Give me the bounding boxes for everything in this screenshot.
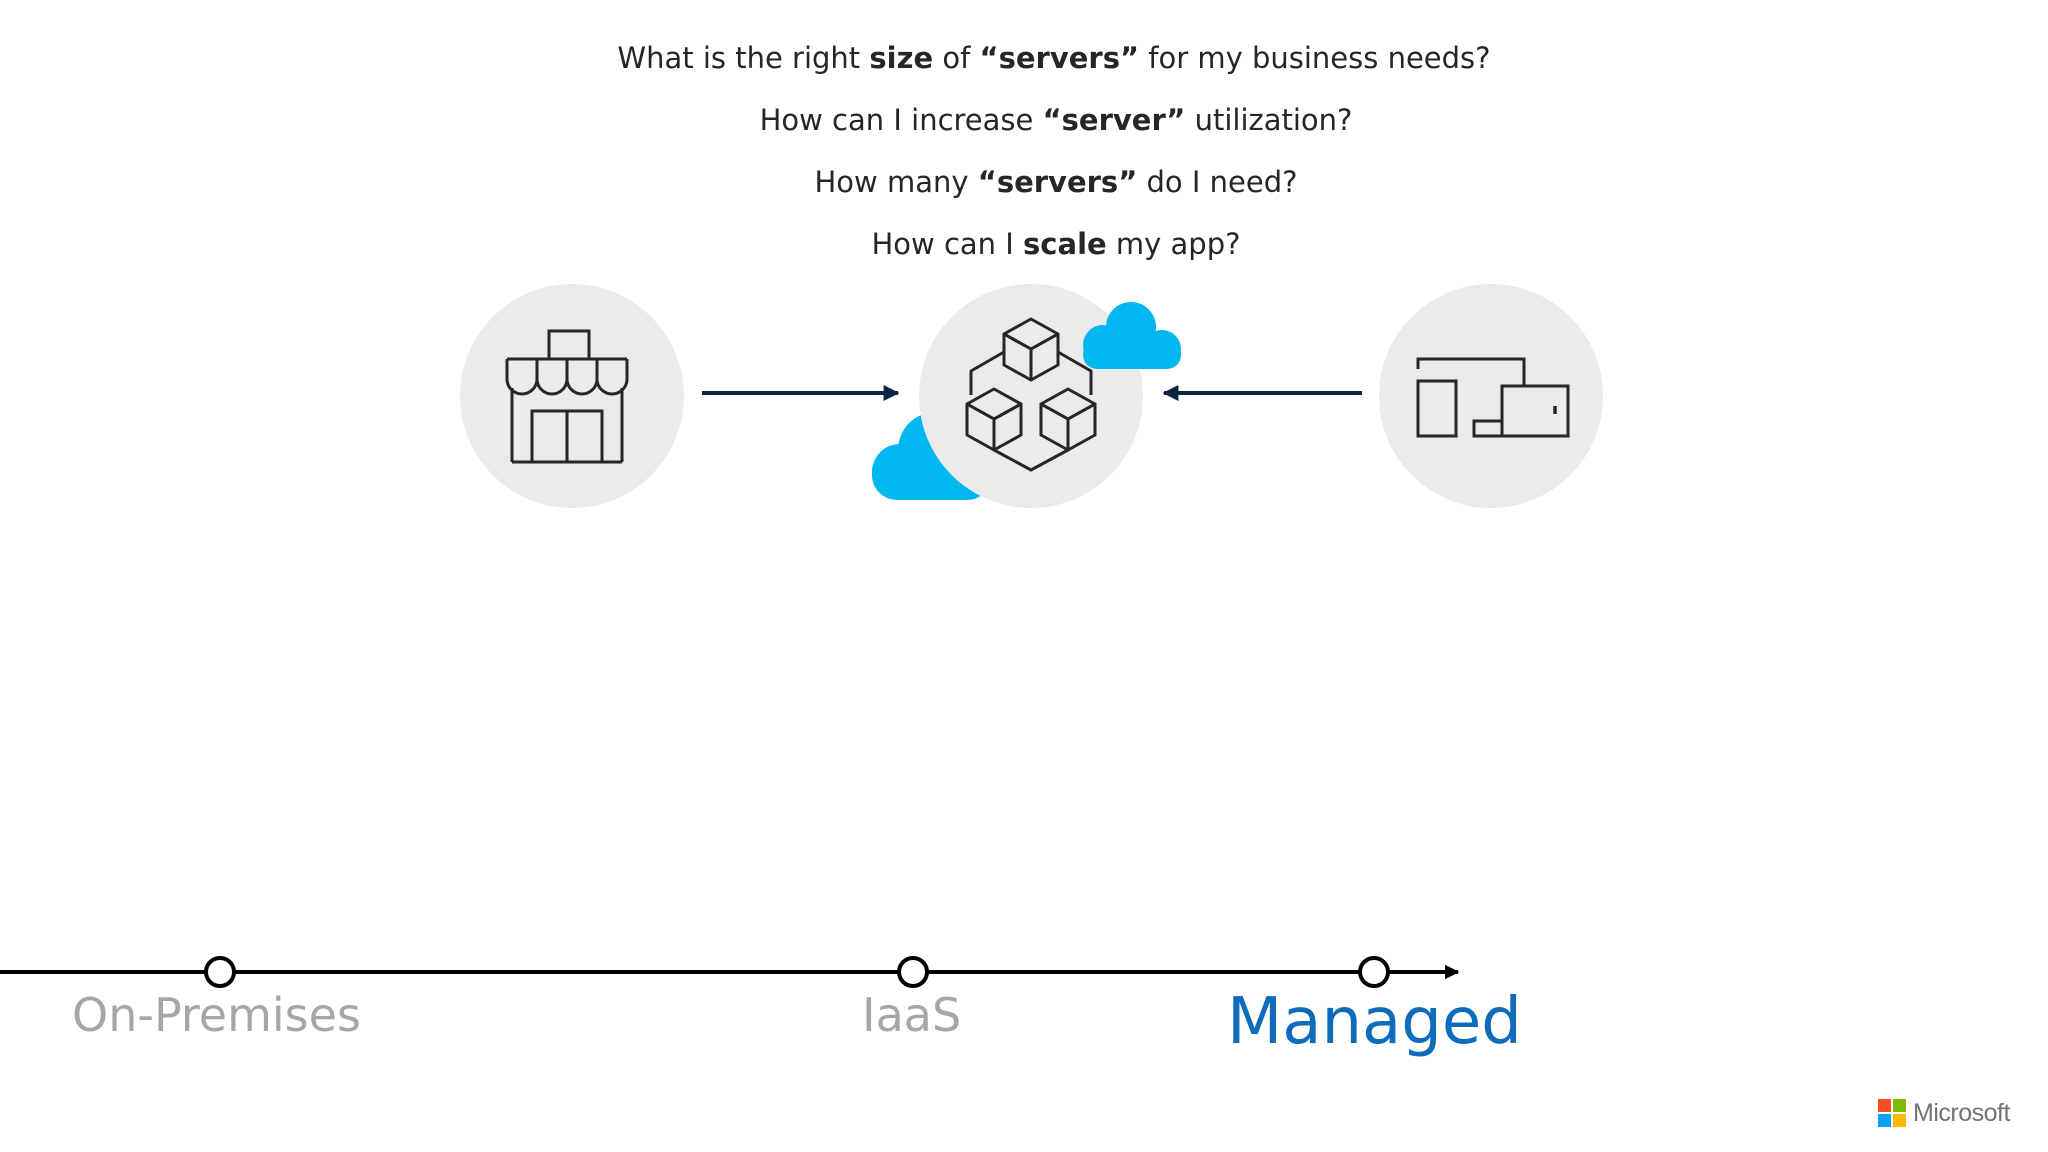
logo-square-blue	[1878, 1114, 1891, 1127]
logo-square-yellow	[1893, 1114, 1906, 1127]
timeline-point-on-premises[interactable]	[204, 956, 236, 988]
timeline-label-on-premises: On-Premises	[72, 988, 361, 1042]
cloud-node	[872, 284, 1181, 508]
cloud-icon-top-right	[1083, 302, 1181, 369]
store-node	[460, 284, 684, 508]
question-3: How many “servers” do I need?	[814, 165, 1298, 199]
question-2: How can I increase “server” utilization?	[759, 103, 1353, 137]
logo-square-green	[1893, 1099, 1906, 1112]
devices-circle	[1379, 284, 1603, 508]
logo-square-red	[1878, 1099, 1891, 1112]
microsoft-logo: Microsoft	[1878, 1097, 2010, 1129]
microsoft-logo-text: Microsoft	[1913, 1098, 2010, 1127]
timeline-label-iaas: IaaS	[862, 988, 962, 1042]
timeline-label-managed: Managed	[1227, 985, 1522, 1059]
devices-node	[1379, 284, 1603, 508]
cubes-icon	[965, 317, 1097, 472]
question-4: How can I scale my app?	[871, 227, 1241, 261]
store-icon	[505, 329, 629, 464]
question-1: What is the right size of “servers” for …	[617, 41, 1491, 75]
timeline-point-iaas[interactable]	[897, 956, 929, 988]
questions-block: What is the right size of “servers” for …	[0, 30, 2048, 278]
microsoft-logo-icon	[1878, 1099, 1906, 1127]
store-circle	[460, 284, 684, 508]
devices-icon	[1416, 357, 1570, 438]
timeline-point-managed[interactable]	[1358, 956, 1390, 988]
timeline	[0, 956, 1460, 988]
